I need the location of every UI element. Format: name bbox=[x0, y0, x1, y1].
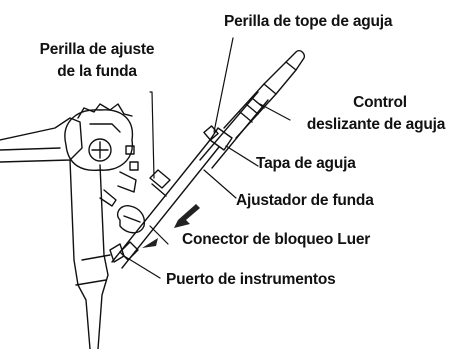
label-sheath-adjust-knob-line2: de la funda bbox=[57, 63, 137, 80]
label-needle-slider-line1: Control bbox=[353, 94, 407, 111]
leader-lines bbox=[123, 37, 291, 279]
sheath-adjuster-block bbox=[149, 169, 171, 197]
label-instrument-port: Puerto de instrumentos bbox=[166, 271, 336, 288]
label-sheath-adjuster: Ajustador de funda bbox=[236, 192, 374, 209]
label-needle-stop-knob: Perilla de tope de aguja bbox=[224, 13, 393, 30]
needle-handle bbox=[203, 49, 306, 151]
label-luer-lock-connector: Conector de bloqueo Luer bbox=[182, 231, 371, 248]
label-needle-slider-line2: deslizante de aguja bbox=[306, 116, 446, 133]
label-sheath-adjust-knob-line1: Perilla de ajuste bbox=[39, 41, 155, 58]
endoscope-handle bbox=[0, 103, 139, 349]
luer-lock-shape bbox=[116, 205, 146, 261]
motion-arrows bbox=[142, 204, 200, 248]
label-needle-cap: Tapa de aguja bbox=[256, 155, 356, 172]
